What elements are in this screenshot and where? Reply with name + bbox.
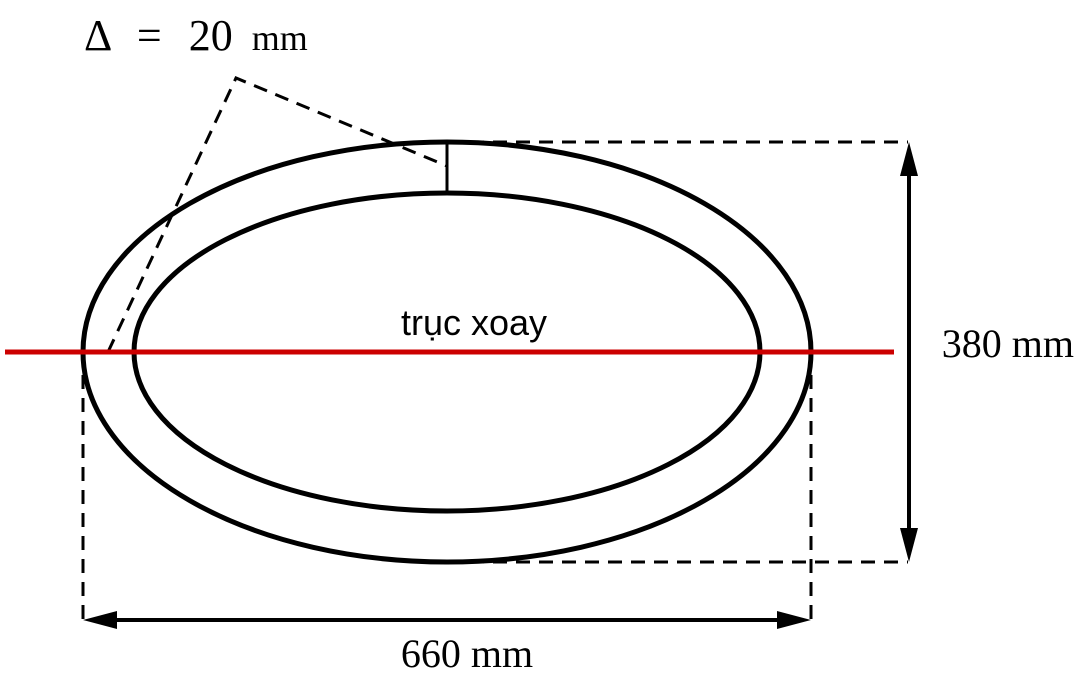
thickness-leader-line: [106, 76, 448, 353]
thickness-symbol: Δ: [84, 11, 111, 60]
thickness-value: 20: [189, 11, 233, 60]
axis-label: trục xoay: [401, 302, 547, 343]
height-label: 380 mm: [942, 321, 1074, 366]
width-label: 660 mm: [401, 631, 533, 674]
height-arrowhead-bottom: [900, 528, 918, 562]
width-arrowhead-right: [777, 611, 811, 629]
thickness-equals: =: [137, 11, 162, 60]
height-arrowhead-top: [900, 142, 918, 176]
thickness-unit: mm: [252, 18, 308, 58]
thickness-label: Δ = 20 mm: [84, 11, 308, 60]
width-arrowhead-left: [83, 611, 117, 629]
